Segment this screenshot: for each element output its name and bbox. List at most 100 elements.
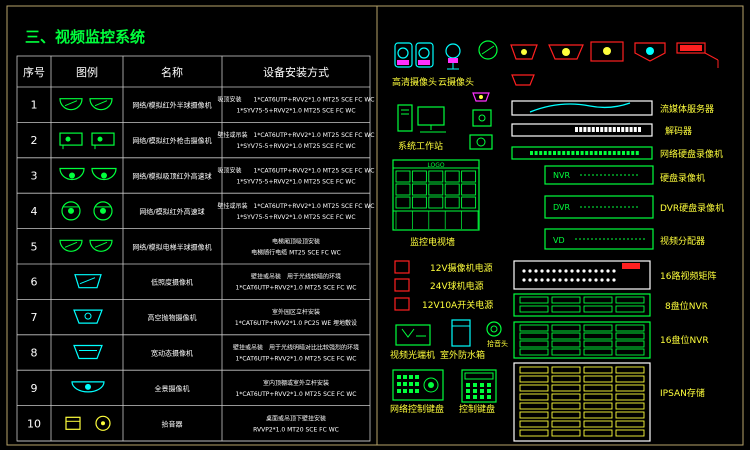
bullet-camera-icon <box>59 132 115 150</box>
row-device-name: 网络/模拟吸顶红外高速球 <box>132 172 211 181</box>
video-splitter-icon: VD <box>544 228 654 250</box>
camera-red-icon-4 <box>634 42 666 62</box>
ptz-camera-icon <box>445 43 461 70</box>
hd-camera-icon <box>394 42 434 68</box>
row-device-name: 网络/模拟红外高速球 <box>139 207 204 216</box>
row-install-line-2: 1*SYV75-5+RVV2*1.0 MT25 SCE FC WC <box>236 143 355 150</box>
row-install-line-1: 壁挂或吊装 用于光线较暗的环境 <box>251 273 341 281</box>
label-hd-camera: 高清摄像头 <box>392 76 437 88</box>
nvr-8bay-icon <box>513 293 651 317</box>
row-device-name: 低照度摄像机 <box>151 278 193 287</box>
header-legend: 图例 <box>76 65 98 79</box>
page-title: 三、视频监控系统 <box>25 28 145 46</box>
row-install-line-1: 壁挂或吊装 1*CAT6UTP+RVV2*1.0 MT25 SCE FC WC <box>218 202 375 210</box>
low-light-camera-icon <box>74 274 102 289</box>
label-pickup: 拾音头 <box>487 339 508 348</box>
label-control-keyboard: 控制键盘 <box>459 403 495 415</box>
row-number: 5 <box>31 240 38 253</box>
row-install-line-1: 电梯厢顶吸顶安装 <box>272 237 320 245</box>
label-nvr-8bay: 8盘位NVR <box>665 300 708 312</box>
label-fiber: 视频光端机 <box>390 349 435 361</box>
label-ipsan: IPSAN存储 <box>660 387 705 399</box>
small-camera-magenta-icon <box>472 92 490 102</box>
row-install-line-1: 壁挂或吊装 1*CAT6UTP+RVV2*1.0 MT25 SCE FC WC <box>218 131 375 139</box>
pickup-icon <box>486 321 502 337</box>
label-tv-wall: 监控电视墙 <box>410 236 455 248</box>
row-number: 10 <box>27 417 41 430</box>
nvr-16bay-icon <box>513 321 651 359</box>
row-device-name: 网络/模拟电梯半球摄像机 <box>132 242 211 251</box>
row-device-name: 宽动态摄像机 <box>151 349 193 358</box>
table-row-lines <box>17 86 370 442</box>
tv-wall-header: LOGO <box>427 162 445 169</box>
label-video-splitter: 视频分配器 <box>660 235 705 247</box>
outdoor-box-icon <box>451 319 471 347</box>
psu-24v-icon <box>394 278 410 292</box>
table-row: 6 低照度摄像机 壁挂或吊装 用于光线较暗的环境 1*CAT6UTP+RVV2*1.0… <box>31 273 357 292</box>
label-ptz-camera: 云摄像头 <box>438 76 474 88</box>
row-install-line-1: 室内顶棚或室外立杆安装 <box>263 379 329 387</box>
row-number: 3 <box>31 170 38 183</box>
label-nvr: 网络硬盘录像机 <box>660 148 723 160</box>
row-install-line-2: RVVP2*1.0 MT20 SCE FC WC <box>253 426 339 433</box>
row-device-name: 网络/模拟红外枪击摄像机 <box>132 136 211 145</box>
row-install-line-2: 1*SYV75-5+RVV2*1.0 MT25 SCE FC WC <box>236 108 355 115</box>
row-number: 6 <box>31 276 38 289</box>
wdr-camera-icon <box>73 344 103 360</box>
tv-wall-icon: LOGO <box>392 159 480 231</box>
camera-red-icon-1 <box>510 44 538 60</box>
high-altitude-camera-icon <box>73 309 103 324</box>
label-outdoor-box: 室外防水箱 <box>440 349 485 361</box>
header-name: 名称 <box>161 65 183 79</box>
outer-frame <box>6 5 744 446</box>
mini-device-icon-1 <box>472 109 492 127</box>
row-device-name: 拾音器 <box>162 419 183 428</box>
control-keyboard-icon <box>461 369 497 403</box>
panoramic-camera-icon <box>71 381 105 393</box>
psu-switch-icon <box>394 297 410 311</box>
header-install: 设备安装方式 <box>263 65 329 79</box>
row-install-line-1: 壁挂或吊装 用于光线明暗对比比较强烈的环境 <box>233 344 359 352</box>
row-install-line-1: 吸顶安装 1*CAT6UTP+RVV2*1.0 MT25 SCE FC WC <box>218 96 375 104</box>
row-install-line-2: 电梯随行电缆 MT25 SCE FC WC <box>251 248 341 256</box>
dvr-icon: DVR <box>544 195 654 219</box>
video-matrix-icon <box>513 260 651 290</box>
row-install-line-2: 1*CAT6UTP+RVV2*1.0 MT25 SCE FC WC <box>236 356 357 363</box>
speed-dome-icon <box>61 201 113 221</box>
pickup-device-icon <box>65 415 111 431</box>
network-keyboard-icon <box>392 369 444 401</box>
row-install-line-2: 1*CAT6UTP+RVV2*1.0 MT25 SCE FC WC <box>236 285 357 292</box>
row-number: 9 <box>31 382 38 395</box>
label-psu-24v: 24V球机电源 <box>430 280 484 292</box>
ceiling-speed-dome-icon <box>59 167 117 181</box>
row-device-name: 全景摄像机 <box>155 384 190 393</box>
fiber-transceiver-icon <box>395 324 431 346</box>
label-streaming-server: 流媒体服务器 <box>660 103 714 115</box>
row-install-line-1: 室外园区立杆安装 <box>272 308 320 316</box>
dome-camera-green-icon <box>478 40 498 60</box>
small-camera-red-icon <box>511 74 535 86</box>
decoder-icon <box>511 123 653 137</box>
row-install-line-2: 1*CAT6UTP+RVV2*1.0 PC25 WE 埋地敷设 <box>235 319 357 327</box>
row-device-name: 高空抛物摄像机 <box>148 313 197 322</box>
label-psu-12v: 12V摄像机电源 <box>430 262 493 274</box>
row-install-line-1: 吸顶安装 1*CAT6UTP+RVV2*1.0 MT25 SCE FC WC <box>218 167 375 175</box>
row-install-line-2: 1*SYV75-5+RVV2*1.0 MT25 SCE FC WC <box>236 214 355 221</box>
hdd-recorder-icon: NVR <box>544 165 654 185</box>
label-workstation: 系统工作站 <box>398 140 443 152</box>
table-header: 序号 图例 名称 设备安装方式 <box>23 65 329 79</box>
dome-camera-icon <box>59 98 113 111</box>
row-number: 4 <box>31 205 38 218</box>
workstation-icon <box>397 104 446 133</box>
streaming-server-icon <box>511 100 653 116</box>
